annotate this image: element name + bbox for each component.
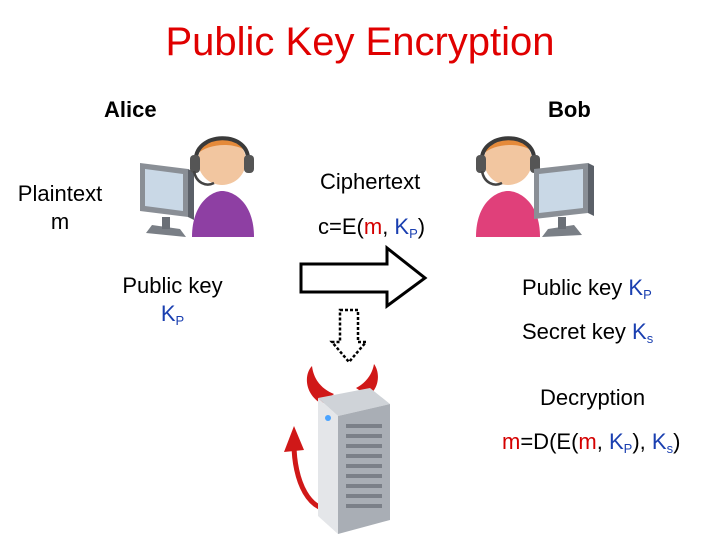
bob-public-key: Public key KP	[522, 275, 652, 302]
send-arrow-icon	[299, 244, 428, 309]
alice-public-key-symbol: KP	[160, 301, 185, 328]
decryption-label: Decryption	[540, 385, 646, 410]
server-tower-icon	[318, 388, 390, 534]
plaintext-variable: m	[50, 209, 70, 234]
bob-secret-key: Secret key Ks	[522, 319, 654, 346]
bob-user-computer-icon	[476, 136, 594, 237]
ciphertext-formula: c=E(m, KP)	[318, 214, 426, 241]
eavesdrop-arrow-icon	[329, 308, 369, 364]
plaintext-label: Plaintext	[17, 181, 103, 206]
person-icon	[476, 136, 540, 237]
ciphertext-label: Ciphertext	[320, 169, 421, 194]
page-title: Public Key Encryption	[165, 20, 555, 64]
plaintext-block: Plaintext m	[5, 180, 115, 236]
monitor-icon	[534, 163, 594, 237]
alice-user-computer-icon	[140, 136, 254, 237]
decryption-formula: m=D(E(m, KP), Ks)	[502, 429, 681, 456]
alice-public-key-label: Public key	[122, 273, 223, 298]
bob-label: Bob	[548, 97, 591, 122]
eve-devil-server-icon	[284, 364, 390, 534]
alice-public-key-block: Public key KP	[110, 272, 235, 335]
monitor-icon	[140, 163, 194, 237]
person-icon	[190, 136, 254, 237]
devil-horn-right-icon	[356, 364, 378, 396]
devil-horn-left-icon	[306, 366, 334, 404]
alice-label: Alice	[104, 97, 157, 122]
